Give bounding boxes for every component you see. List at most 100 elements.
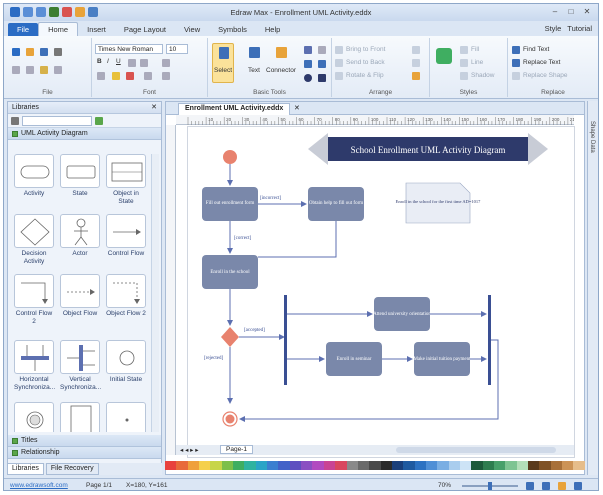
connector-tool-icon[interactable] [276, 47, 287, 58]
node-enroll-class[interactable] [326, 342, 382, 376]
save-icon[interactable] [62, 7, 72, 17]
palette-swatch[interactable] [210, 461, 222, 470]
palette-swatch[interactable] [233, 461, 245, 470]
palette-swatch[interactable] [255, 461, 268, 470]
shape-control-flow[interactable]: Control Flow [106, 214, 146, 258]
rotate-flip-icon[interactable] [335, 72, 343, 80]
new-file-icon[interactable] [12, 48, 20, 56]
save-file-icon[interactable] [40, 48, 48, 56]
tab-view[interactable]: View [184, 25, 201, 34]
activity-diagram[interactable]: School Enrollment UML Activity Diagram F… [188, 127, 574, 457]
replace-shape-button[interactable]: Replace Shape [523, 72, 568, 79]
shape-actor[interactable]: Actor [60, 214, 100, 258]
library-search-input[interactable] [22, 115, 92, 126]
diagram-title[interactable]: School Enrollment UML Activity Diagram [351, 145, 506, 155]
node-obtain-help[interactable] [308, 187, 364, 221]
style-menu[interactable]: Style [544, 24, 562, 33]
palette-swatch[interactable] [357, 461, 370, 470]
decision-node[interactable] [221, 327, 239, 347]
shape-point[interactable] [106, 402, 146, 432]
palette-swatch[interactable] [448, 461, 460, 470]
uml-activity-section-header[interactable]: UML Activity Diagram [8, 128, 161, 140]
print-file-icon[interactable] [54, 48, 62, 56]
palette-swatch[interactable] [516, 461, 528, 470]
replace-text-icon[interactable] [512, 59, 520, 67]
palette-swatch[interactable] [505, 461, 517, 470]
replace-text-button[interactable]: Replace Text [523, 59, 561, 66]
shadow-button[interactable]: Shadow [471, 72, 495, 79]
library-scrollbar[interactable] [151, 154, 159, 432]
format-painter-icon[interactable] [54, 66, 62, 74]
palette-swatch[interactable] [528, 461, 540, 470]
start-node[interactable] [223, 150, 237, 164]
distribute-icon[interactable] [412, 59, 420, 67]
bullets-icon[interactable] [97, 72, 105, 80]
zoom-slider-thumb[interactable] [488, 482, 492, 490]
palette-swatch[interactable] [425, 461, 438, 470]
join-bar[interactable] [488, 295, 491, 385]
palette-swatch[interactable] [176, 461, 188, 470]
node-attend-presentation[interactable] [374, 297, 430, 331]
replace-shape-icon[interactable] [512, 72, 520, 80]
tab-symbols[interactable]: Symbols [218, 25, 247, 34]
align-shapes-icon[interactable] [412, 46, 420, 54]
open-icon[interactable] [88, 7, 98, 17]
palette-swatch[interactable] [267, 461, 279, 470]
palette-swatch[interactable] [278, 461, 290, 470]
panel-close-icon[interactable]: ✕ [151, 104, 157, 111]
color-palette[interactable] [165, 461, 585, 470]
highlight-color-icon[interactable] [112, 72, 120, 80]
line-button[interactable]: Line [471, 59, 484, 66]
palette-swatch[interactable] [482, 461, 494, 470]
curve-tool-icon[interactable] [318, 46, 326, 54]
maximize-button[interactable]: □ [568, 7, 574, 16]
node-enroll-school[interactable] [202, 255, 258, 289]
document-tab[interactable]: Enrollment UML Activity.eddx [178, 103, 291, 115]
pen-tool-icon[interactable] [318, 74, 326, 82]
palette-swatch[interactable] [459, 461, 472, 470]
copy-icon[interactable] [26, 66, 34, 74]
node-tuition[interactable] [414, 342, 470, 376]
palette-swatch[interactable] [369, 461, 381, 470]
shape-object-flow-2[interactable]: Object Flow 2 [106, 274, 146, 318]
palette-swatch[interactable] [244, 461, 256, 470]
ellipse-tool-icon[interactable] [304, 74, 312, 82]
palette-swatch[interactable] [187, 461, 200, 470]
palette-swatch[interactable] [539, 461, 551, 470]
add-library-icon[interactable] [95, 116, 103, 125]
library-menu-icon[interactable] [11, 116, 19, 125]
note-shape[interactable] [405, 182, 471, 224]
palette-swatch[interactable] [403, 461, 415, 470]
palette-swatch[interactable] [573, 461, 585, 470]
file-recovery-tab[interactable]: File Recovery [45, 463, 99, 475]
palette-swatch[interactable] [312, 461, 324, 470]
fill-button[interactable]: Fill [471, 46, 480, 53]
text-tool-icon[interactable] [249, 47, 260, 58]
rectangle-tool-icon[interactable] [304, 60, 312, 68]
fill-icon[interactable] [460, 46, 468, 54]
layout-icon[interactable] [574, 482, 582, 490]
paragraph-icon[interactable] [144, 72, 152, 80]
palette-swatch[interactable] [199, 461, 211, 470]
text-tool-label[interactable]: Text [248, 67, 260, 74]
shape-activity[interactable]: Activity [14, 154, 54, 198]
quick-styles-icon[interactable] [436, 48, 452, 64]
shape-horizontal-sync[interactable]: Horizontal Synchroniza... [14, 340, 55, 392]
document-tab-close-icon[interactable]: ✕ [294, 105, 300, 112]
tab-help[interactable]: Help [264, 25, 281, 34]
fork-bar[interactable] [284, 295, 287, 385]
palette-swatch[interactable] [380, 461, 392, 470]
send-to-back-button[interactable]: Send to Back [346, 59, 385, 66]
superscript-icon[interactable] [140, 59, 148, 67]
shape-vertical-sync[interactable]: Vertical Synchroniza... [60, 340, 101, 392]
paste-icon[interactable] [40, 66, 48, 74]
shape-initial-state[interactable]: Initial State [106, 340, 146, 384]
bring-to-front-button[interactable]: Bring to Front [346, 46, 386, 53]
palette-swatch[interactable] [289, 461, 302, 470]
horizontal-scrollbar[interactable] [396, 447, 556, 453]
libraries-tab[interactable]: Libraries [7, 463, 44, 475]
undo-icon[interactable] [23, 7, 33, 17]
page-nav-arrows[interactable]: ◂ ◂ ▸ ▸ [180, 447, 199, 454]
palette-swatch[interactable] [437, 461, 449, 470]
bold-button[interactable]: B [97, 58, 102, 65]
